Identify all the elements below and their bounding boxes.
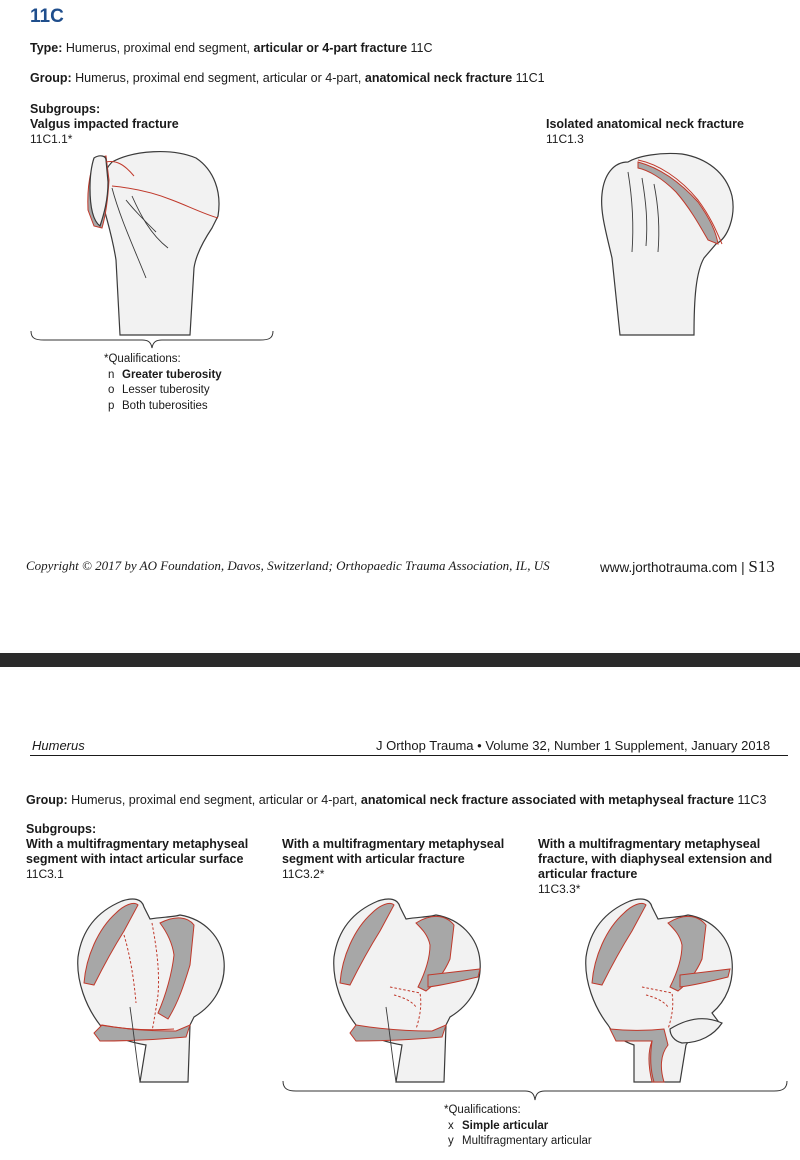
- subgroups-label-2: Subgroups:: [26, 822, 96, 837]
- subgroup-code: 11C3.2*: [282, 867, 504, 881]
- qualification-text: Simple articular: [462, 1120, 548, 1132]
- group-code: 11C3: [737, 793, 766, 807]
- qualification-text: Greater tuberosity: [122, 369, 222, 381]
- subgroup-c32: With a multifragmentary metaphyseal segm…: [282, 837, 504, 881]
- type-bold: articular or 4-part fracture: [254, 41, 408, 55]
- subgroup-code-2: 11C1.3: [546, 132, 584, 146]
- subgroups-label: Subgroups:: [30, 102, 100, 117]
- type-code: 11C: [411, 41, 433, 55]
- group-plain: Humerus, proximal end segment, articular…: [75, 71, 361, 85]
- page-code-title: 11C: [30, 6, 64, 28]
- group-line: Group: Humerus, proximal end segment, ar…: [30, 71, 545, 85]
- multifragmentary-articular-fracture-illustration: [320, 895, 490, 1085]
- qualification-brace-2: [282, 1080, 788, 1104]
- subgroup-title-2: Isolated anatomical neck fracture: [546, 117, 744, 132]
- page-divider: [0, 653, 800, 667]
- qualification-key: o: [108, 383, 122, 399]
- group-line-2: Group: Humerus, proximal end segment, ar…: [26, 793, 766, 807]
- subgroup-c33: With a multifragmentary metaphyseal frac…: [538, 837, 772, 896]
- group-label: Group:: [26, 793, 68, 807]
- subgroup-title-line: fracture, with diaphyseal extension and: [538, 852, 772, 867]
- multifragmentary-diaphyseal-extension-illustration: [576, 895, 746, 1085]
- running-header-right: J Orthop Trauma • Volume 32, Number 1 Su…: [376, 738, 770, 753]
- isolated-anatomical-neck-fracture-illustration: [598, 148, 748, 338]
- subgroup-title-line: segment with articular fracture: [282, 852, 504, 867]
- multifragmentary-intact-articular-illustration: [64, 895, 234, 1085]
- subgroup-title-line: articular fracture: [538, 867, 772, 882]
- subgroup-title-line: With a multifragmentary metaphyseal: [26, 837, 248, 852]
- group-bold: anatomical neck fracture associated with…: [361, 793, 734, 807]
- qualification-text: Both tuberosities: [122, 400, 208, 412]
- valgus-impacted-fracture-illustration: [72, 148, 232, 338]
- group-bold: anatomical neck fracture: [365, 71, 512, 85]
- running-header-left: Humerus: [32, 738, 85, 753]
- footer-separator: |: [741, 560, 745, 575]
- group-code: 11C1: [516, 71, 545, 85]
- type-plain: Humerus, proximal end segment,: [66, 41, 250, 55]
- type-label: Type:: [30, 41, 62, 55]
- footer-page-number: S13: [748, 557, 774, 576]
- footer-web: www.jorthotrauma.com | S13: [600, 557, 775, 577]
- subgroup-title-line: segment with intact articular surface: [26, 852, 248, 867]
- qualification-key: n: [108, 368, 122, 384]
- type-line: Type: Humerus, proximal end segment, art…: [30, 41, 433, 55]
- subgroup-code: 11C3.1: [26, 867, 248, 881]
- subgroup-code: 11C3.3*: [538, 882, 772, 896]
- group-label: Group:: [30, 71, 72, 85]
- qualification-text: Lesser tuberosity: [122, 384, 210, 396]
- qualification-text: Multifragmentary articular: [462, 1135, 592, 1147]
- qualification-key: p: [108, 399, 122, 415]
- qualification-key: y: [448, 1134, 462, 1150]
- footer-copyright: Copyright © 2017 by AO Foundation, Davos…: [26, 558, 550, 574]
- qualifications-title: *Qualifications:: [104, 352, 222, 368]
- qualifications-title: *Qualifications:: [444, 1103, 592, 1119]
- qualification-key: x: [448, 1119, 462, 1135]
- subgroup-code-1: 11C1.1*: [30, 132, 72, 146]
- subgroup-title-line: With a multifragmentary metaphyseal: [282, 837, 504, 852]
- qualification-brace: [30, 330, 274, 352]
- subgroup-title-line: With a multifragmentary metaphyseal: [538, 837, 772, 852]
- footer-website: www.jorthotrauma.com: [600, 560, 737, 575]
- header-rule: [30, 755, 788, 756]
- group-plain: Humerus, proximal end segment, articular…: [71, 793, 357, 807]
- subgroup-title-1: Valgus impacted fracture: [30, 117, 179, 132]
- subgroup-c31: With a multifragmentary metaphyseal segm…: [26, 837, 248, 881]
